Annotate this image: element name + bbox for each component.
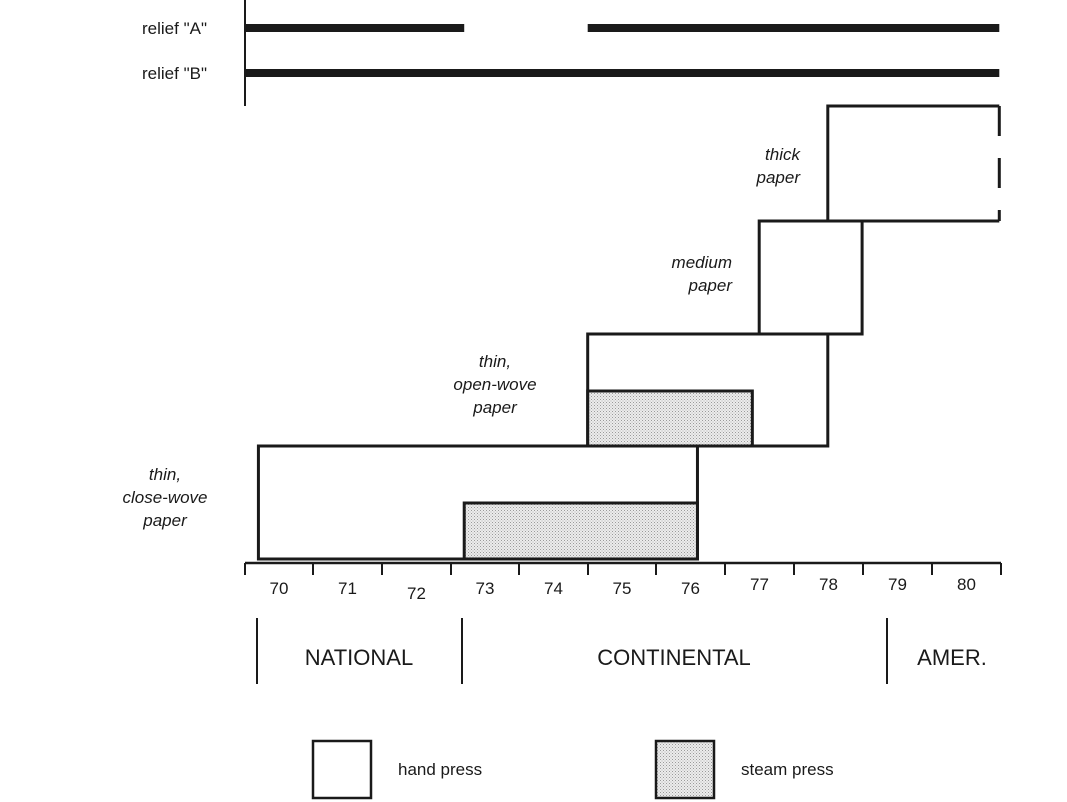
paper-type-label: paper xyxy=(142,511,188,530)
steam-press-bar xyxy=(586,389,754,448)
x-tick-label: 71 xyxy=(338,579,357,598)
relief-lines-group: relief "A" relief "B" xyxy=(142,19,1000,83)
era-label: AMER. xyxy=(917,645,987,670)
x-tick-label: 77 xyxy=(750,575,769,594)
relief-label: relief "B" xyxy=(142,64,207,83)
x-tick-label: 80 xyxy=(957,575,976,594)
x-tick-label: 74 xyxy=(544,579,563,598)
hand-press-bar xyxy=(757,219,864,336)
press-bars-group xyxy=(256,104,1001,561)
paper-type-label: thin, xyxy=(149,465,181,484)
paper-type-label: open-wove xyxy=(453,375,536,394)
x-tick-label: 79 xyxy=(888,575,907,594)
relief-bar-segment xyxy=(246,24,465,32)
paper-labels-group: thin, close-wove paper thin, open-wove paper m… xyxy=(122,145,801,530)
era-label: CONTINENTAL xyxy=(597,645,751,670)
x-tick-label: 72 xyxy=(407,584,426,603)
paper-type-label: medium xyxy=(672,253,732,272)
x-tick-label: 76 xyxy=(681,579,700,598)
x-tick-label: 75 xyxy=(613,579,632,598)
era-label: NATIONAL xyxy=(305,645,413,670)
relief-label: relief "A" xyxy=(142,19,207,38)
era-bands-group: NATIONAL CONTINENTAL AMER. xyxy=(256,618,987,684)
paper-type-label: close-wove xyxy=(122,488,207,507)
legend-swatch xyxy=(311,739,373,800)
paper-type-label: paper xyxy=(688,276,734,295)
x-tick-label: 78 xyxy=(819,575,838,594)
relief-bar-segment xyxy=(246,69,1000,77)
hand-press-bar xyxy=(826,104,1000,223)
paper-type-label: thin, xyxy=(479,352,511,371)
paper-type-label: paper xyxy=(756,168,802,187)
x-tick-label: 70 xyxy=(270,579,289,598)
x-axis-ticks-group: 70 71 72 73 74 75 76 77 78 79 80 xyxy=(244,563,1002,603)
legend-swatch xyxy=(654,739,716,800)
steam-press-bar xyxy=(462,501,699,561)
x-tick-label: 73 xyxy=(476,579,495,598)
paper-type-label: paper xyxy=(472,398,518,417)
relief-bar-segment xyxy=(587,24,1000,32)
legend-label: steam press xyxy=(741,760,834,779)
legend-group: hand press steam press xyxy=(311,739,834,800)
paper-type-label: thick xyxy=(765,145,801,164)
legend-label: hand press xyxy=(398,760,482,779)
